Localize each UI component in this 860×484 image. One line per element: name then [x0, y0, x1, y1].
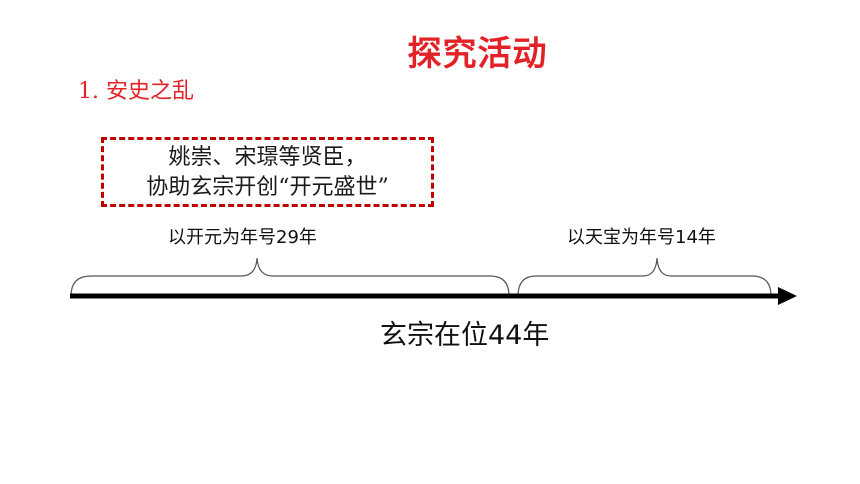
brace-tianbao	[517, 257, 772, 297]
quote-line-1: 姚崇、宋璟等贤臣，	[168, 145, 367, 170]
period-label-kaiyuan: 以开元为年号29年	[168, 227, 317, 248]
quote-box: 姚崇、宋璟等贤臣， 协助玄宗开创“开元盛世”	[101, 137, 434, 207]
quote-line-2: 协助玄宗开创“开元盛世”	[146, 175, 389, 200]
slide-title: 探究活动	[407, 34, 548, 74]
brace-kaiyuan	[70, 257, 510, 297]
timeline-arrowhead	[778, 287, 797, 305]
axis-label: 玄宗在位44年	[380, 320, 550, 351]
period-label-tianbao: 以天宝为年号14年	[567, 227, 716, 248]
section-heading: 1. 安史之乱	[78, 79, 194, 104]
